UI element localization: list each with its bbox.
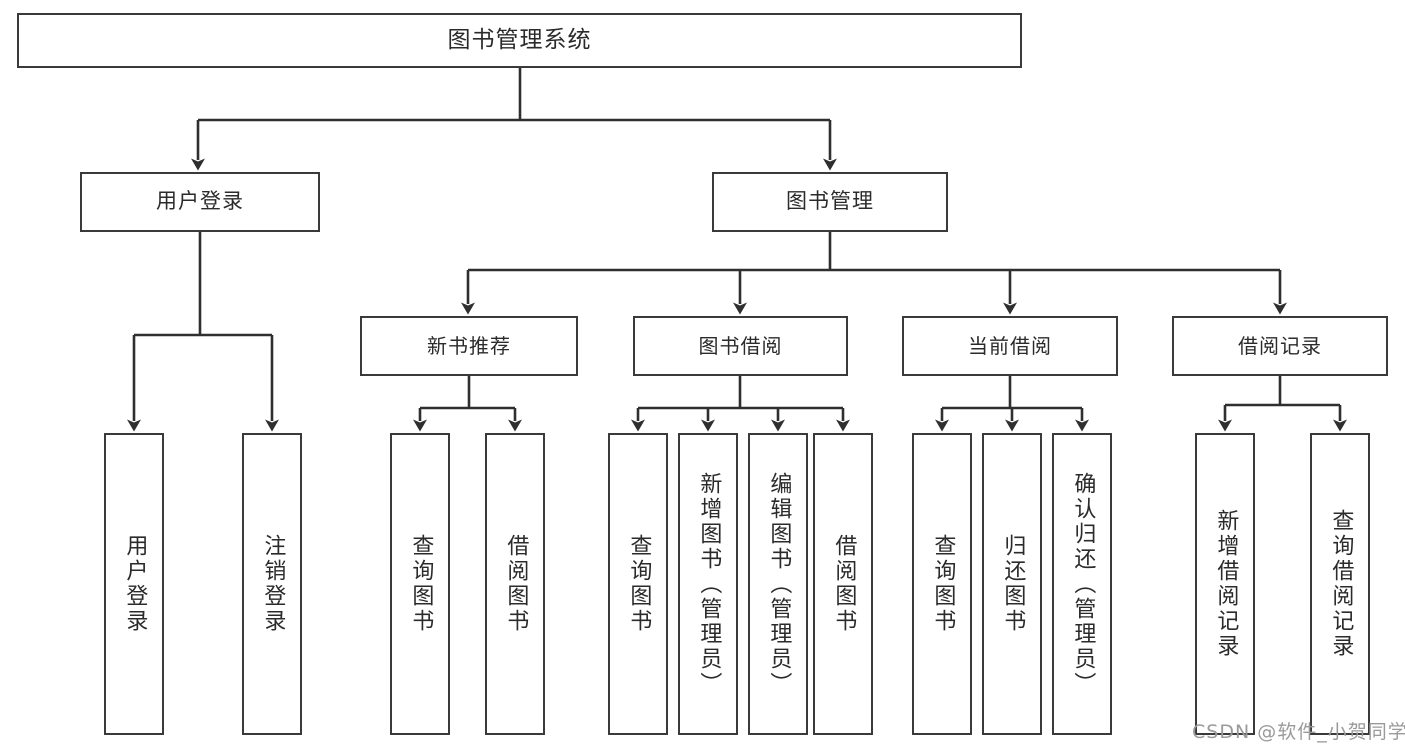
node-current-borrow[interactable]: 当前借阅: [902, 316, 1118, 376]
leaf-logout-label: 注销登录: [260, 534, 286, 634]
node-root[interactable]: 图书管理系统: [17, 13, 1022, 68]
node-book-manage[interactable]: 图书管理: [712, 172, 948, 232]
leaf-query-record-label: 查询借阅记录: [1328, 509, 1354, 659]
node-current-borrow-label: 当前借阅: [968, 333, 1052, 358]
leaf-user-login-label: 用户登录: [122, 534, 148, 634]
leaf-add-record[interactable]: 新增借阅记录: [1195, 433, 1255, 735]
leaf-query-book-2[interactable]: 查询图书: [608, 433, 668, 735]
node-new-book-rec[interactable]: 新书推荐: [360, 316, 578, 376]
node-new-book-rec-label: 新书推荐: [427, 333, 511, 358]
leaf-edit-book[interactable]: 编辑图书（管理员）: [748, 433, 808, 735]
leaf-edit-book-label: 编辑图书（管理员）: [766, 471, 792, 697]
leaf-confirm-return[interactable]: 确认归还（管理员）: [1052, 433, 1112, 735]
node-user-login-label: 用户登录: [156, 189, 244, 214]
leaf-query-book-2-label: 查询图书: [626, 534, 652, 634]
leaf-return-book[interactable]: 归还图书: [982, 433, 1042, 735]
node-book-borrow[interactable]: 图书借阅: [633, 316, 848, 376]
leaf-query-book-3-label: 查询图书: [930, 534, 956, 634]
leaf-query-book-1[interactable]: 查询图书: [390, 433, 450, 735]
leaf-borrow-book-2[interactable]: 借阅图书: [813, 433, 873, 735]
node-borrow-record-label: 借阅记录: [1238, 333, 1322, 358]
node-book-borrow-label: 图书借阅: [698, 333, 783, 358]
leaf-user-login[interactable]: 用户登录: [104, 433, 164, 735]
leaf-query-book-1-label: 查询图书: [408, 534, 434, 634]
leaf-borrow-book-1[interactable]: 借阅图书: [485, 433, 545, 735]
leaf-add-book[interactable]: 新增图书（管理员）: [678, 433, 738, 735]
leaf-borrow-book-2-label: 借阅图书: [831, 534, 857, 634]
leaf-query-book-3[interactable]: 查询图书: [912, 433, 972, 735]
leaf-query-record[interactable]: 查询借阅记录: [1310, 433, 1370, 735]
leaf-add-book-label: 新增图书（管理员）: [696, 471, 722, 697]
leaf-return-book-label: 归还图书: [1000, 534, 1026, 634]
node-root-label: 图书管理系统: [447, 27, 592, 54]
node-borrow-record[interactable]: 借阅记录: [1172, 316, 1388, 376]
leaf-confirm-return-label: 确认归还（管理员）: [1070, 471, 1096, 697]
leaf-borrow-book-1-label: 借阅图书: [503, 534, 529, 634]
node-book-manage-label: 图书管理: [786, 189, 874, 214]
leaf-add-record-label: 新增借阅记录: [1213, 509, 1239, 659]
node-user-login[interactable]: 用户登录: [80, 172, 320, 232]
leaf-logout[interactable]: 注销登录: [242, 433, 302, 735]
